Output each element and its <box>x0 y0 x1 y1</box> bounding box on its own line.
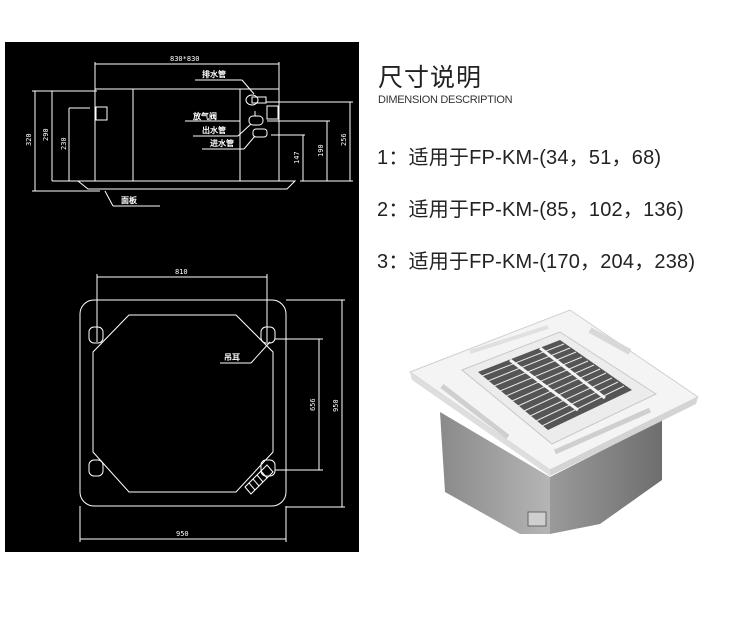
dim-950-vertical: 950 <box>332 399 340 412</box>
cad-drawing-panel: 830*830 排水管 放气阀 出水管 进水管 面板 320 290 230 1… <box>5 42 359 552</box>
spec-line-2: 2：适用于FP-KM-(85，102，136) <box>377 199 684 221</box>
dim-950-horizontal: 950 <box>176 530 189 538</box>
label-outlet-pipe: 出水管 <box>202 125 226 135</box>
label-panel: 面板 <box>121 195 138 205</box>
dim-656: 656 <box>309 398 317 411</box>
dim-256: 256 <box>340 133 348 146</box>
label-drain-pipe: 排水管 <box>202 69 226 79</box>
dim-230: 230 <box>60 137 68 150</box>
label-air-valve: 放气阀 <box>192 111 217 121</box>
label-hanger: 吊耳 <box>224 353 240 362</box>
product-image-cassette-unit <box>400 302 700 540</box>
dim-830: 830*830 <box>170 55 200 63</box>
dim-810: 810 <box>175 268 188 276</box>
spec-line-1: 1：适用于FP-KM-(34，51，68) <box>377 147 662 169</box>
section-subtitle: DIMENSION DESCRIPTION <box>378 94 513 106</box>
dim-290: 290 <box>42 128 50 141</box>
cad-drawing: 830*830 排水管 放气阀 出水管 进水管 面板 320 290 230 1… <box>25 55 353 542</box>
dim-320: 320 <box>25 133 33 146</box>
dim-147: 147 <box>293 151 301 164</box>
spec-line-3: 3：适用于FP-KM-(170，204，238) <box>377 251 696 273</box>
dim-190: 190 <box>317 144 325 157</box>
section-title: 尺寸说明 <box>378 63 483 92</box>
label-inlet-pipe: 进水管 <box>210 138 234 148</box>
